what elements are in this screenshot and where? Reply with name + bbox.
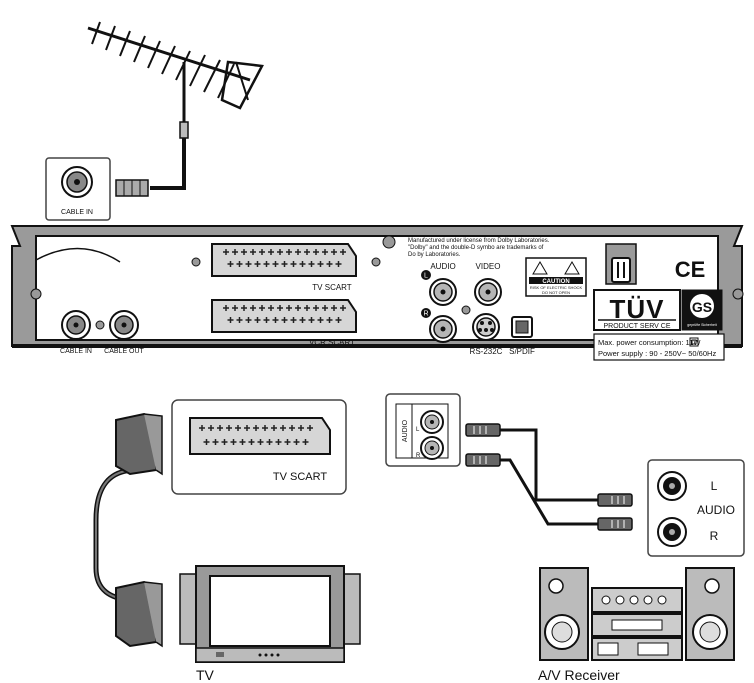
tv-scart-panel: TV SCART [171, 399, 347, 495]
screw-icon [30, 288, 42, 300]
svg-text:PRODUCT SERV CE: PRODUCT SERV CE [603, 323, 670, 330]
spdif-label: S/PDIF [509, 347, 535, 356]
dolby-notice: Manufactured under license from Dolby La… [408, 238, 550, 258]
antenna-cable-in-label: CABLE IN [61, 209, 93, 216]
cable-in-port[interactable] [61, 310, 91, 340]
svg-text:"Dolby" and the double-D symbo: "Dolby" and the double-D symbo are trade… [408, 245, 544, 251]
svg-text:DO NOT OPEN: DO NOT OPEN [542, 290, 570, 295]
antenna-cable [150, 138, 186, 190]
cable-in-label: CABLE IN [60, 348, 92, 355]
warning-icon [564, 261, 580, 275]
av-receiver-label: A/V Receiver [538, 667, 620, 683]
screw-icon [461, 305, 471, 315]
rs232c-label: RS-232C [470, 347, 503, 356]
rca-cables [465, 423, 633, 531]
ce-mark: CE [675, 257, 706, 282]
svg-text:TÜV: TÜV [610, 294, 665, 324]
antenna-cable-in-box: CABLE IN [45, 157, 111, 221]
audio-rca-panel: AUDIO L R [385, 393, 461, 467]
cable-out-port[interactable] [109, 310, 139, 340]
vcr-scart-port[interactable] [211, 299, 357, 333]
screw-icon [95, 320, 105, 330]
antenna-plug [115, 179, 149, 197]
audio-right-out-port[interactable] [429, 315, 457, 343]
audio-out-label: AUDIO [430, 262, 455, 271]
tuv-logo: TÜV PRODUCT SERV CE [593, 289, 681, 331]
screw-icon [732, 288, 744, 300]
svg-text:R: R [416, 453, 421, 459]
video-out-label: VIDEO [476, 262, 501, 271]
cable-out-label: CABLE OUT [104, 348, 144, 355]
svg-text:GS: GS [692, 299, 712, 315]
scart-cable [93, 412, 163, 648]
av-receiver-icon [539, 567, 735, 661]
svg-text:CAUTION: CAUTION [542, 279, 569, 285]
receiver-audio-left-port[interactable] [657, 471, 687, 501]
caution-label: CAUTION RISK OF ELECTRIC SHOCK DO NOT OP… [525, 257, 587, 297]
svg-text:Power supply : 90 - 250V~ 50/: Power supply : 90 - 250V~ 50/60Hz [598, 349, 716, 358]
svg-text:R: R [710, 529, 719, 543]
svg-text:Max. power consumption: 11W: Max. power consumption: 11W [598, 338, 701, 347]
svg-text:geprüfte Sicherheit: geprüfte Sicherheit [687, 323, 716, 327]
vcr-scart-label: VCR SCART [309, 338, 355, 347]
audio-right-marker-icon: R [421, 308, 431, 318]
screw-icon [191, 257, 201, 267]
svg-text:AUDIO: AUDIO [697, 503, 735, 517]
audio-panel-left-port[interactable] [420, 410, 444, 434]
audio-left-out-port[interactable] [429, 278, 457, 306]
warning-icon [532, 261, 548, 275]
tv-scart-label: TV SCART [312, 283, 352, 292]
svg-text:R: R [423, 311, 428, 318]
rs232c-port[interactable] [472, 313, 500, 341]
tv-label: TV [196, 667, 215, 683]
audio-panel-right-port[interactable] [420, 436, 444, 460]
video-out-port[interactable] [474, 278, 502, 306]
audio-left-marker-icon: L [421, 270, 431, 280]
gs-logo: GS geprüfte Sicherheit [681, 289, 723, 331]
double-insulation-icon [689, 337, 699, 347]
receiver-audio-right-port[interactable] [657, 517, 687, 547]
screw-icon [382, 235, 396, 249]
svg-text:RISK OF ELECTRIC SHOCK: RISK OF ELECTRIC SHOCK [530, 285, 583, 290]
svg-text:L: L [711, 479, 718, 493]
tv-icon [179, 565, 361, 663]
screw-icon [371, 257, 381, 267]
svg-text:Manufactured under license fro: Manufactured under license from Dolby La… [408, 238, 550, 244]
power-socket[interactable] [605, 243, 637, 285]
tv-scart-port[interactable] [211, 243, 357, 277]
power-info: Max. power consumption: 11W Power supply… [593, 333, 725, 361]
svg-text:L: L [424, 273, 428, 280]
antenna-icon [87, 21, 264, 139]
svg-text:AUDIO: AUDIO [402, 419, 409, 442]
rca-plug-icon [465, 423, 633, 531]
svg-text:L: L [416, 427, 420, 433]
spdif-port[interactable] [511, 316, 533, 338]
receiver-audio-in-panel: L AUDIO R [647, 459, 745, 557]
svg-text:Do by Laboratories.: Do by Laboratories. [408, 252, 461, 258]
tv-scart-panel-label: TV SCART [273, 471, 327, 483]
